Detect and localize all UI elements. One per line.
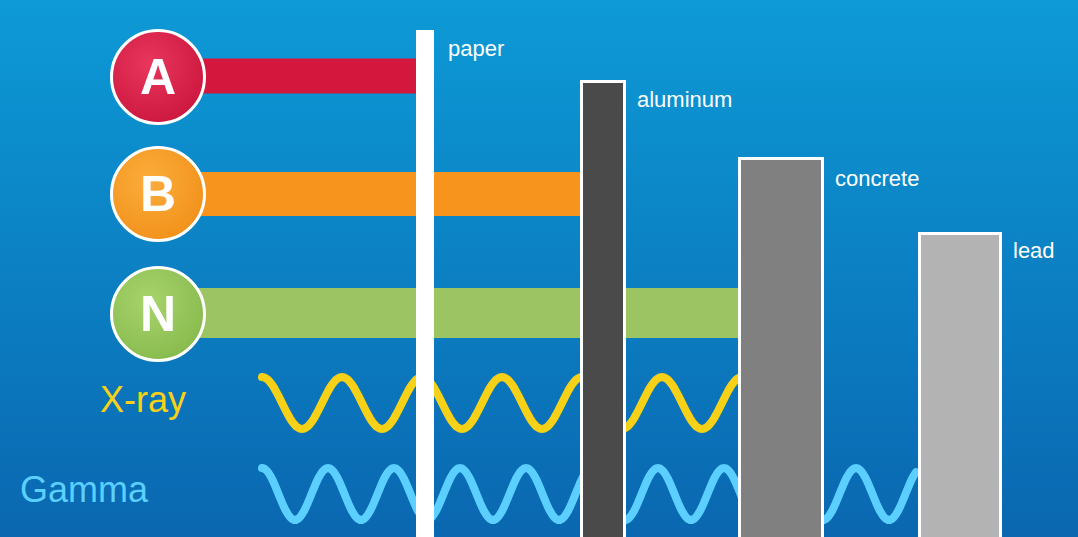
radiation-letter: A [140, 52, 176, 102]
alpha-circle: A [110, 29, 206, 125]
neutron-circle: N [110, 266, 206, 362]
paper-barrier: paper [416, 30, 434, 537]
radiation-letter: N [140, 289, 176, 339]
barrier-label: aluminum [637, 89, 732, 111]
xray-wave [262, 377, 738, 429]
aluminum-barrier: aluminum [580, 80, 626, 537]
barrier-label: paper [448, 38, 504, 60]
radiation-letter: B [140, 169, 176, 219]
beta-circle: B [110, 146, 206, 242]
gamma-label: Gamma [20, 472, 148, 508]
radiation-band [194, 172, 580, 216]
concrete-barrier: concrete [738, 157, 824, 537]
barrier-label: concrete [835, 168, 919, 190]
barrier-label: lead [1013, 240, 1055, 262]
radiation-band [194, 288, 738, 338]
lead-barrier: lead [918, 232, 1002, 537]
radiation-band [194, 59, 416, 94]
xray-label: X-ray [100, 382, 186, 418]
